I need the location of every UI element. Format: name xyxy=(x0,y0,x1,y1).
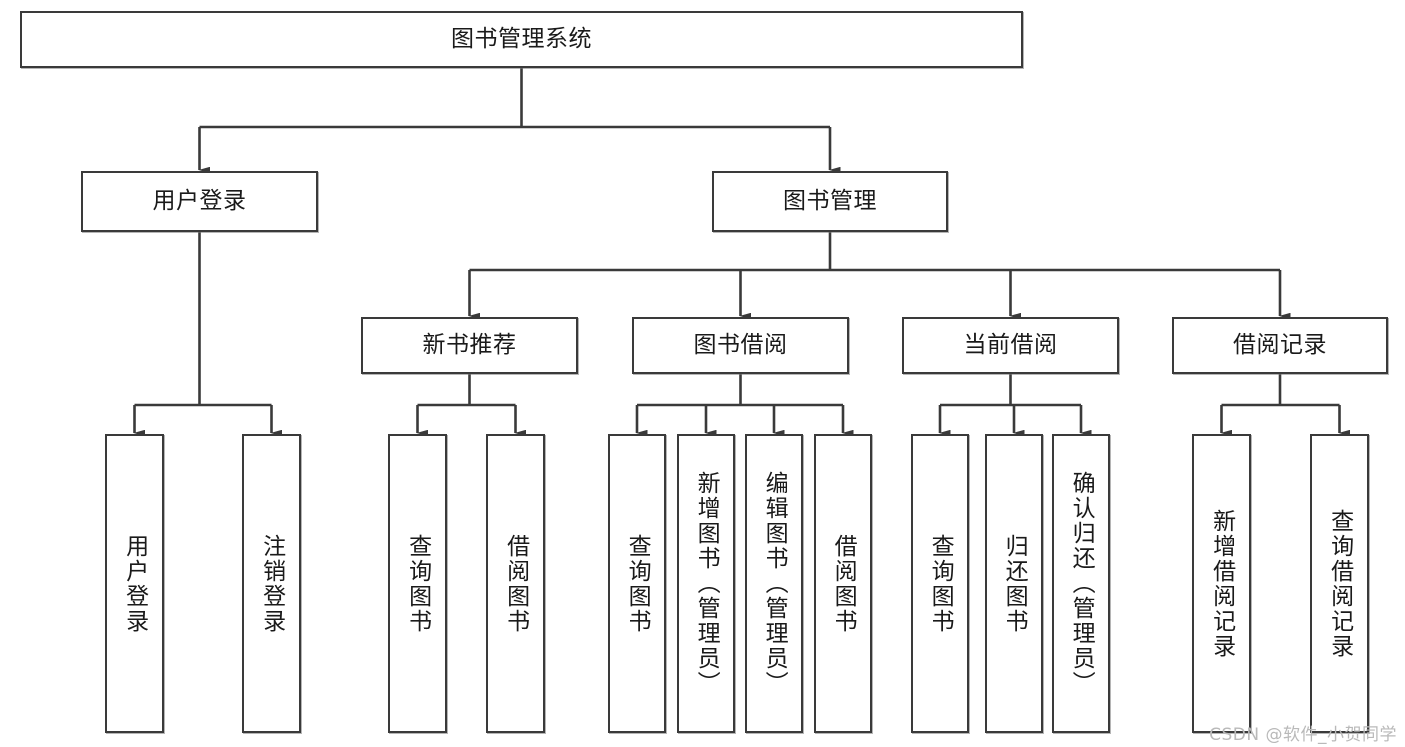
leaf-confirm-return-admin[interactable]: 确认归还（管理员） xyxy=(1052,434,1110,733)
node-current-borrow[interactable]: 当前借阅 xyxy=(902,317,1119,374)
node-book-borrow[interactable]: 图书借阅 xyxy=(632,317,849,374)
node-label: 借阅图书 xyxy=(830,533,857,634)
node-label: 查询图书 xyxy=(624,533,651,634)
node-book-management[interactable]: 图书管理 xyxy=(712,171,948,232)
node-label: 借阅图书 xyxy=(502,533,529,634)
node-label: 借阅记录 xyxy=(1233,331,1327,358)
leaf-return-book[interactable]: 归还图书 xyxy=(985,434,1043,733)
node-label: 编辑图书（管理员） xyxy=(761,471,788,696)
node-label: 查询借阅记录 xyxy=(1326,508,1353,659)
node-user-login[interactable]: 用户登录 xyxy=(81,171,318,232)
leaf-user-logout[interactable]: 注销登录 xyxy=(242,434,301,733)
leaf-query-book-borrow[interactable]: 查询图书 xyxy=(608,434,666,733)
node-borrow-records[interactable]: 借阅记录 xyxy=(1172,317,1388,374)
node-label: 用户登录 xyxy=(152,187,247,214)
leaf-add-book-admin[interactable]: 新增图书（管理员） xyxy=(677,434,735,733)
node-label: 图书借阅 xyxy=(693,331,788,358)
node-label: 查询图书 xyxy=(404,533,431,634)
node-label: 新书推荐 xyxy=(422,331,517,358)
leaf-borrow-book-recommend[interactable]: 借阅图书 xyxy=(486,434,545,733)
leaf-edit-book-admin[interactable]: 编辑图书（管理员） xyxy=(745,434,803,733)
node-label: 确认归还（管理员） xyxy=(1068,471,1095,696)
watermark: CSDN @软件_小贺同学 xyxy=(1209,725,1397,745)
node-label: 归还图书 xyxy=(1001,533,1028,634)
node-label: 用户登录 xyxy=(121,533,148,634)
node-label: 注销登录 xyxy=(258,533,285,634)
node-label: 新增图书（管理员） xyxy=(693,471,720,696)
node-label: 新增借阅记录 xyxy=(1208,508,1235,659)
leaf-borrow-book[interactable]: 借阅图书 xyxy=(814,434,872,733)
node-root[interactable]: 图书管理系统 xyxy=(20,11,1023,68)
node-label: 图书管理系统 xyxy=(451,25,592,52)
node-label: 图书管理 xyxy=(783,187,877,214)
node-label: 当前借阅 xyxy=(963,331,1058,358)
node-new-book-recommend[interactable]: 新书推荐 xyxy=(361,317,578,374)
leaf-user-login[interactable]: 用户登录 xyxy=(105,434,164,733)
node-label: 查询图书 xyxy=(927,533,954,634)
leaf-query-borrow-record[interactable]: 查询借阅记录 xyxy=(1310,434,1369,733)
leaf-query-book-current[interactable]: 查询图书 xyxy=(911,434,969,733)
leaf-add-borrow-record[interactable]: 新增借阅记录 xyxy=(1192,434,1251,733)
leaf-query-book-recommend[interactable]: 查询图书 xyxy=(388,434,447,733)
